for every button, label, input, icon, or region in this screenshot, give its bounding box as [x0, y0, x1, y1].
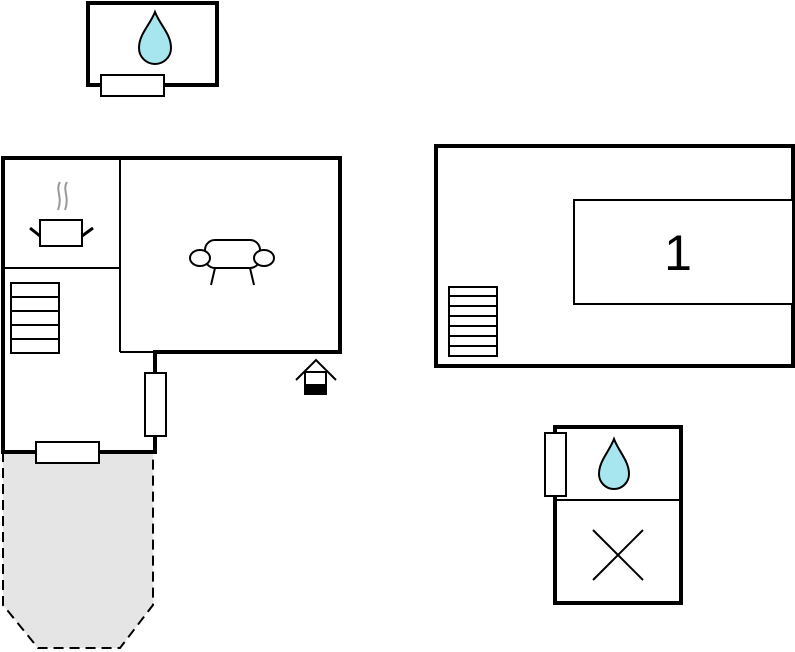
bathroom-top — [86, 1, 219, 97]
cooking-pot-icon — [29, 181, 94, 247]
entrance-arrow-icon — [295, 358, 337, 395]
main-house — [1, 156, 342, 464]
bathroom-bottom — [544, 425, 683, 605]
sofa-icon — [189, 239, 275, 286]
room-number: 1 — [664, 225, 692, 281]
water-drop-icon — [597, 436, 631, 490]
window-icon — [100, 74, 165, 97]
bedroom-1: 1 — [434, 144, 795, 368]
window-icon — [35, 441, 100, 464]
cross-icon — [592, 529, 644, 581]
terrace — [1, 452, 154, 649]
window-icon — [144, 372, 167, 437]
stairs-icon — [448, 286, 498, 357]
bed-icon — [573, 199, 794, 305]
window-icon — [544, 432, 567, 497]
water-drop-icon — [137, 9, 173, 65]
stairs-icon — [10, 282, 60, 354]
